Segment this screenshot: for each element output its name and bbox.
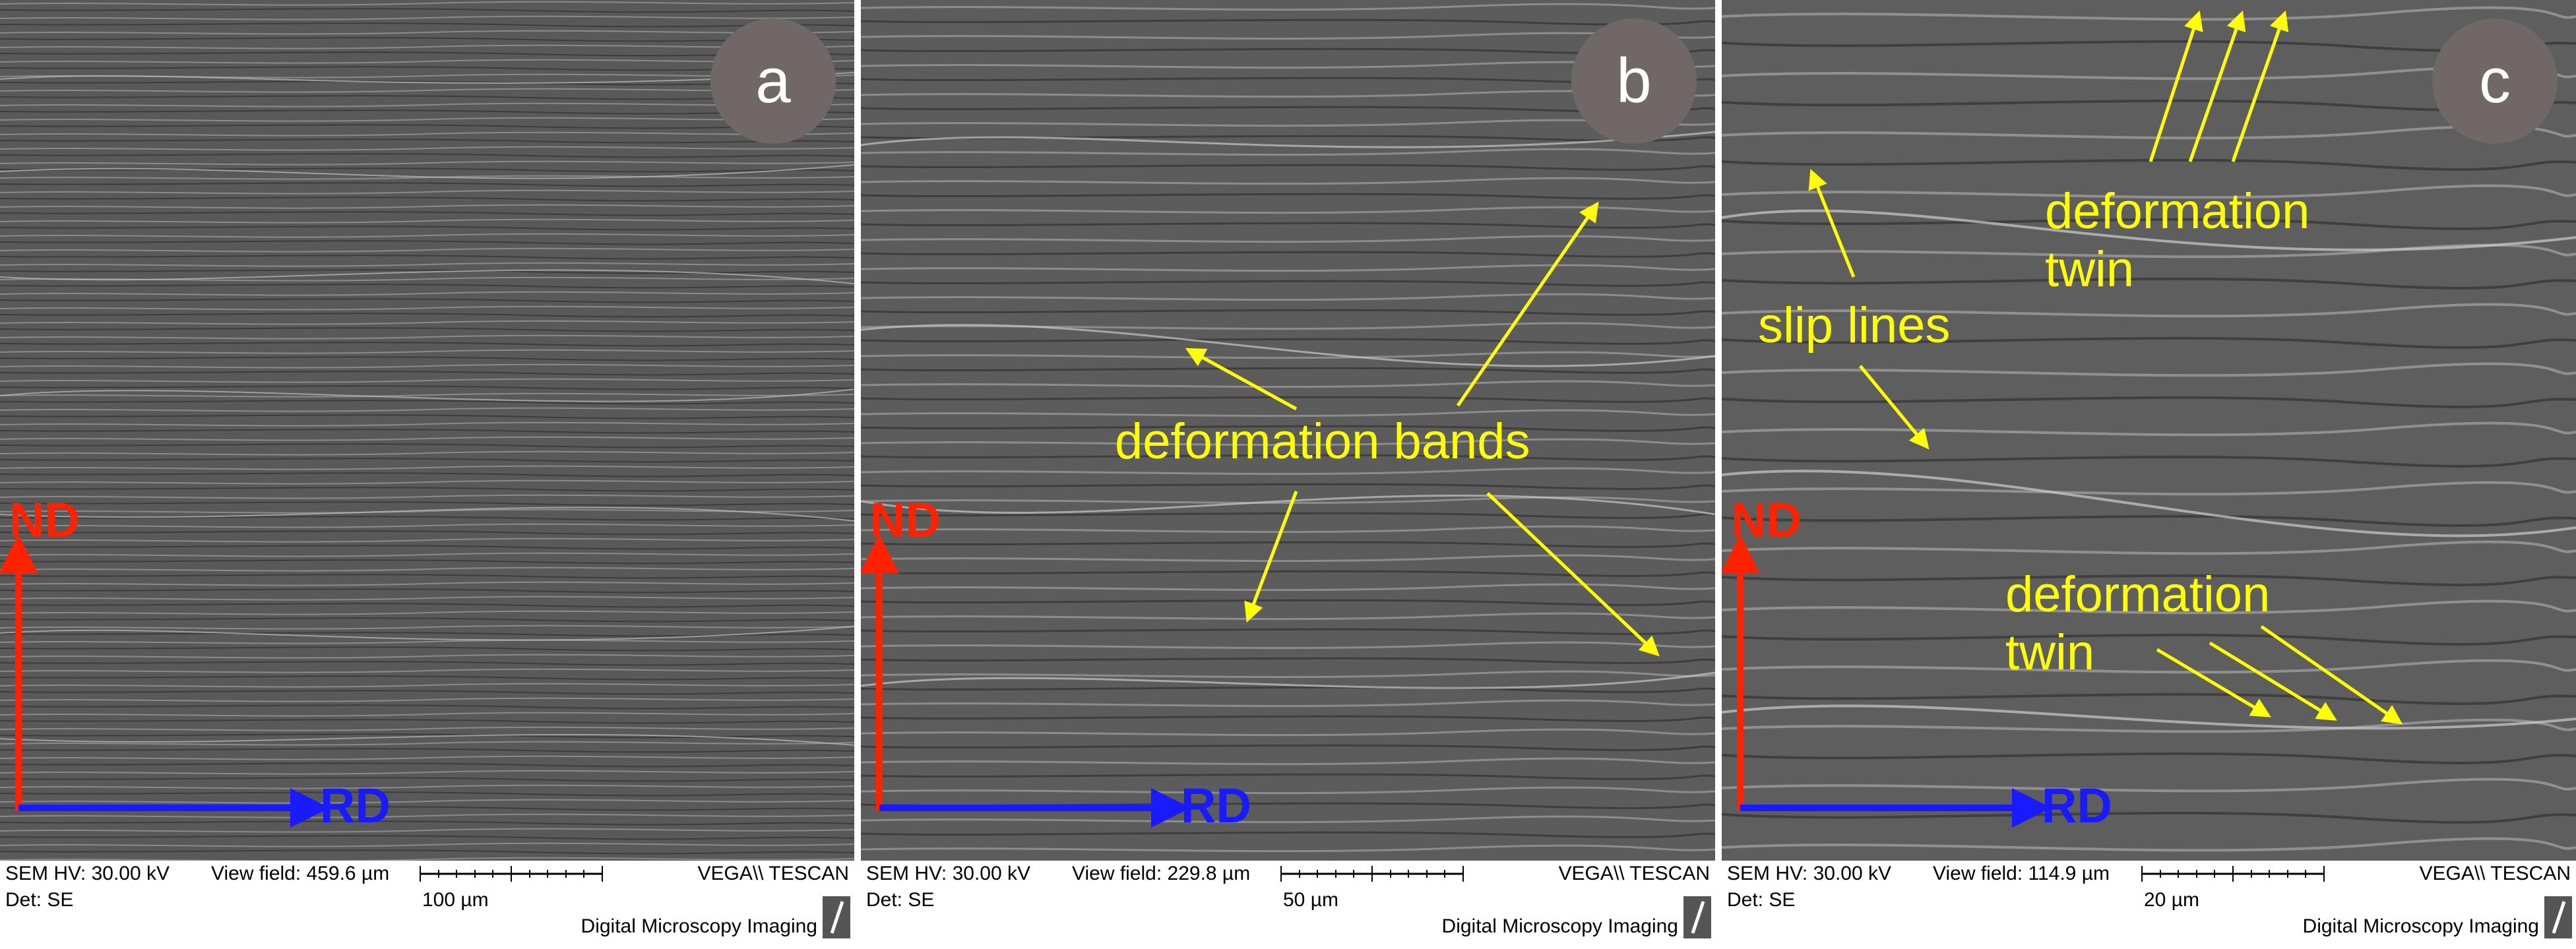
scale-label: 20 µm	[2144, 889, 2199, 911]
sem-info-bar: SEM HV: 30.00 kV Det: SE View field: 459…	[0, 861, 854, 949]
vendor-text: VEGA\\ TESCAN	[2419, 863, 2571, 884]
sem-info-bar: SEM HV: 30.00 kV Det: SE View field: 114…	[1722, 861, 2576, 949]
scale-bar	[2141, 866, 2325, 882]
nd-label: ND	[1731, 493, 1802, 547]
micrograph-panel-b: b deformation bands ND RD SEM HV: 30.00 …	[861, 0, 1715, 949]
tescan-logo-icon	[1683, 896, 1711, 938]
view-field-text: View field: 459.6 µm	[211, 863, 390, 884]
rd-label: RD	[1181, 778, 1251, 833]
annotation-deformation-bands: deformation bands	[1115, 413, 1530, 470]
vendor-text: VEGA\\ TESCAN	[697, 863, 849, 884]
view-field-text: View field: 114.9 µm	[1933, 863, 2110, 884]
annotation-deformation-twin-bottom: deformation twin	[2005, 566, 2271, 681]
nd-label: ND	[870, 493, 941, 547]
annotation-deformation-twin-top: deformation twin	[2045, 183, 2310, 297]
panel-label-badge: c	[2432, 18, 2558, 144]
scale-label: 50 µm	[1283, 889, 1338, 911]
micrograph-panel-a: a ND RD SEM HV: 30.00 kV Det: SE View fi…	[0, 0, 854, 949]
vendor-text: VEGA\\ TESCAN	[1558, 863, 1710, 884]
detector-text: Det: SE	[1727, 889, 1796, 911]
panel-label-badge: b	[1571, 18, 1697, 144]
sem-micrograph-b	[861, 0, 1715, 861]
scale-label: 100 µm	[422, 889, 489, 911]
detector-text: Det: SE	[5, 889, 74, 911]
sem-hv-text: SEM HV: 30.00 kV	[1727, 863, 1891, 884]
imaging-text: Digital Microscopy Imaging	[581, 915, 817, 937]
rd-label: RD	[320, 778, 391, 833]
sem-micrograph-a	[0, 0, 854, 861]
scale-bar	[420, 866, 603, 882]
sem-hv-text: SEM HV: 30.00 kV	[866, 863, 1030, 884]
micrograph-panel-c: c deformation twin slip lines deformatio…	[1722, 0, 2576, 949]
nd-label: ND	[9, 493, 80, 547]
imaging-text: Digital Microscopy Imaging	[2302, 915, 2539, 937]
sem-micrograph-c	[1722, 0, 2576, 861]
imaging-text: Digital Microscopy Imaging	[1441, 915, 1678, 937]
sem-hv-text: SEM HV: 30.00 kV	[5, 863, 170, 884]
rd-label: RD	[2042, 778, 2112, 833]
tescan-logo-icon	[823, 896, 850, 938]
view-field-text: View field: 229.8 µm	[1072, 863, 1251, 884]
annotation-arrows	[1808, 10, 2403, 725]
annotation-arrows	[1185, 201, 1660, 657]
sem-info-bar: SEM HV: 30.00 kV Det: SE View field: 229…	[861, 861, 1715, 949]
panel-label-badge: a	[710, 18, 836, 144]
detector-text: Det: SE	[866, 889, 935, 911]
scale-bar	[1280, 866, 1464, 882]
annotation-slip-lines: slip lines	[1758, 297, 1951, 353]
tescan-logo-icon	[2544, 896, 2572, 938]
